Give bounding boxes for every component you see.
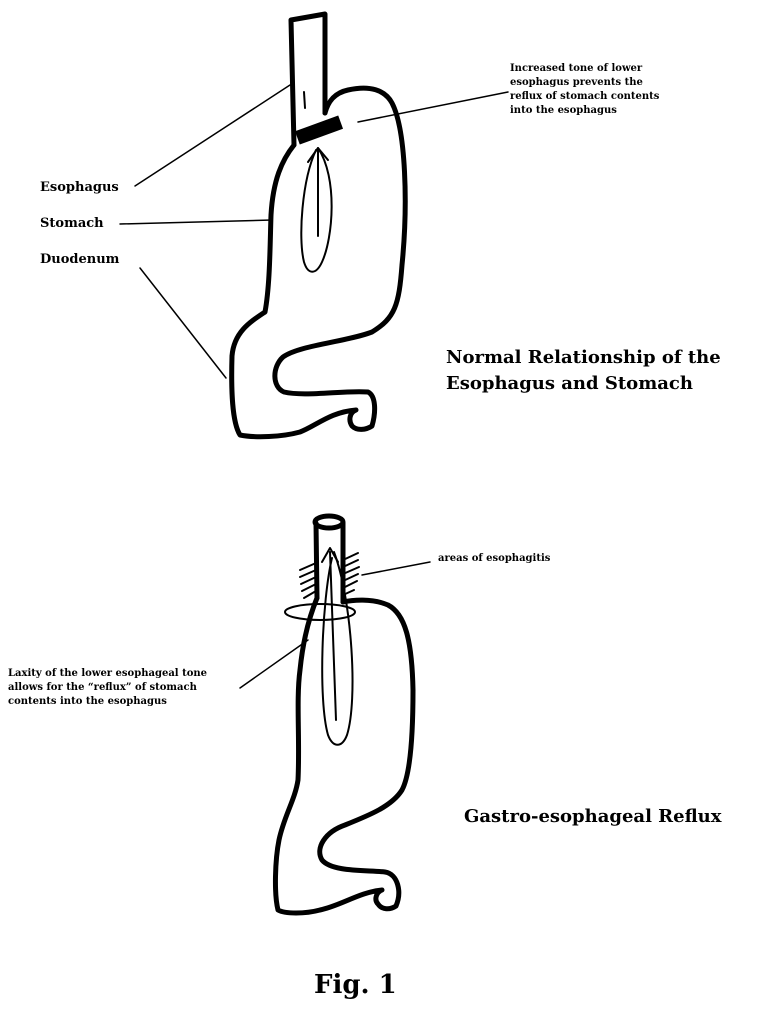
stomach-contents-loop [300,147,333,273]
annotation-leader-line [357,91,509,123]
stomach-contents-loop [321,551,354,746]
sphincter-tone-annotation: Increased tone of lower esophagus preven… [510,63,660,116]
stomach-leader-line [119,219,273,225]
sphincter-band [294,115,344,145]
esophagus-leader-line [134,84,291,187]
esophagus-tube [288,11,328,148]
stomach-outline [229,85,408,440]
normal-anatomy-diagram [119,11,509,440]
reflux-caption: Gastro-esophageal Reflux [464,806,722,827]
esophagitis-annotation: areas of esophagitis [438,553,551,564]
laxity-annotation: Laxity of the lower esophageal tone allo… [8,668,207,707]
reflux-block-arrow [307,147,329,237]
stomach-outline [272,595,416,916]
lax-sphincter-ring [284,603,356,621]
reflux-arrow [321,547,339,721]
esophagus-opening [312,513,346,531]
laxity-leader-line [239,639,309,689]
figure-label: Fig. 1 [314,970,397,1000]
duodenum-leader-line [139,267,227,379]
duodenum-label: Duodenum [40,252,120,267]
reflux-anatomy-diagram [239,513,431,916]
esophagus-label: Esophagus [40,180,119,195]
esophagitis-hatch-marks [299,552,360,599]
esophagus-center-line [303,91,306,109]
normal-relationship-caption: Normal Relationship of the Esophagus and… [446,347,721,394]
esophagitis-leader-line [361,561,431,576]
stomach-label: Stomach [40,216,104,231]
